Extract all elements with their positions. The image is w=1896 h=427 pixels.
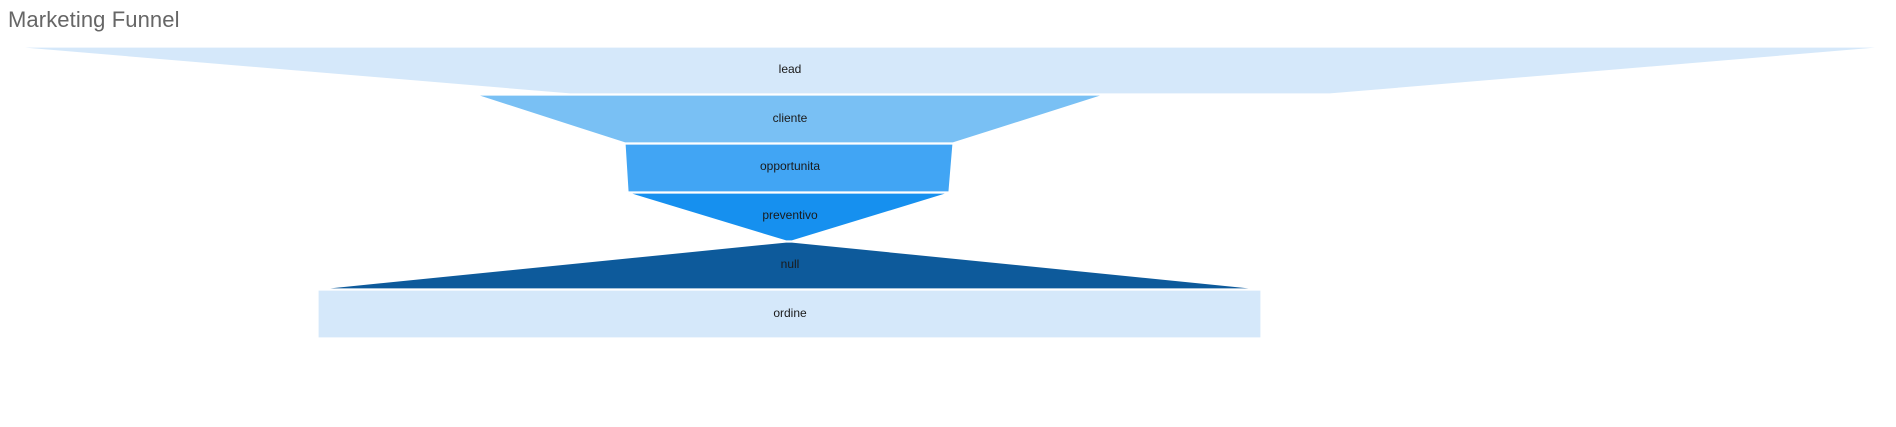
funnel-segment-lead[interactable] xyxy=(9,46,1891,95)
funnel-segment-label: null xyxy=(781,257,800,271)
funnel-segment-label: ordine xyxy=(773,306,807,320)
funnel-segment-label: opportunita xyxy=(760,159,820,173)
funnel-label-group: lead cliente opportunita preventivo null ordi… xyxy=(760,62,820,320)
funnel-segment-preventivo[interactable] xyxy=(627,192,950,242)
funnel-band-group xyxy=(9,46,1891,339)
funnel-segment-ordine[interactable] xyxy=(317,289,1262,339)
funnel-segment-label: preventivo xyxy=(762,208,818,222)
funnel-segment-cliente[interactable] xyxy=(475,94,1105,144)
page-title: Marketing Funnel xyxy=(8,7,180,32)
funnel-segment-opportunita[interactable] xyxy=(624,143,954,193)
funnel-segment-null[interactable] xyxy=(317,241,1262,290)
funnel-segment-label: cliente xyxy=(773,111,808,125)
funnel-segment-label: lead xyxy=(779,62,802,76)
